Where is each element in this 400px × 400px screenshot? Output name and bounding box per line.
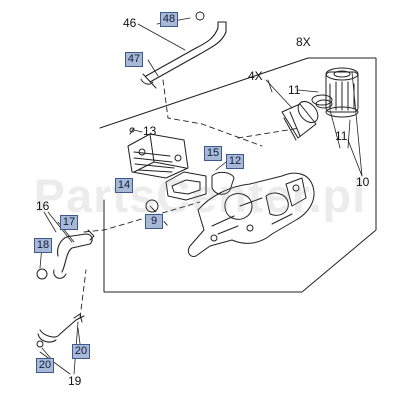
dash-line-top bbox=[162, 79, 263, 147]
part-20-clip bbox=[36, 340, 44, 348]
dash-line-filter bbox=[237, 127, 301, 139]
part-15-gasket bbox=[165, 171, 207, 201]
callout-11-upper: 11 bbox=[288, 83, 301, 97]
part-12-gasket bbox=[211, 171, 235, 195]
callout-20-left: 20 bbox=[36, 358, 54, 373]
part-46-pipe bbox=[145, 21, 227, 83]
callout-13: 13 bbox=[143, 124, 157, 138]
callout-19: 19 bbox=[68, 374, 82, 388]
part-9-oring bbox=[145, 199, 159, 213]
callout-16: 16 bbox=[36, 199, 50, 213]
part-20-tube bbox=[37, 315, 85, 343]
callout-9: 9 bbox=[145, 214, 163, 229]
dash-line-lower bbox=[79, 269, 87, 319]
watermark: PartsCenter.pl bbox=[33, 169, 367, 222]
callout-12: 12 bbox=[226, 154, 244, 169]
assembly-border bbox=[99, 57, 377, 293]
callout-10: 10 bbox=[356, 175, 370, 189]
part-11-seal bbox=[311, 94, 333, 109]
dash-line-bottom bbox=[83, 201, 201, 233]
callout-14: 14 bbox=[115, 178, 133, 193]
callout-46: 46 bbox=[123, 16, 137, 30]
part-18-oring bbox=[36, 268, 48, 280]
callout-18: 18 bbox=[34, 238, 52, 253]
callout-15: 15 bbox=[204, 146, 222, 161]
part-17-tube bbox=[57, 233, 93, 273]
callout-4x: 4X bbox=[248, 69, 263, 83]
part-4x-filter-element bbox=[281, 100, 319, 141]
callout-20-right: 20 bbox=[72, 344, 90, 359]
callout-47: 47 bbox=[125, 52, 143, 67]
part-48-oring bbox=[195, 11, 205, 21]
callout-11-lower: 11 bbox=[335, 129, 348, 143]
callout-17: 17 bbox=[60, 215, 78, 230]
callout-48: 48 bbox=[160, 12, 178, 27]
part-10-filter-housing bbox=[325, 67, 359, 118]
main-oil-housing bbox=[187, 172, 315, 257]
part-14-oil-cooler bbox=[127, 133, 189, 179]
callout-8x: 8X bbox=[296, 35, 311, 49]
part-13-bolt bbox=[129, 127, 135, 133]
